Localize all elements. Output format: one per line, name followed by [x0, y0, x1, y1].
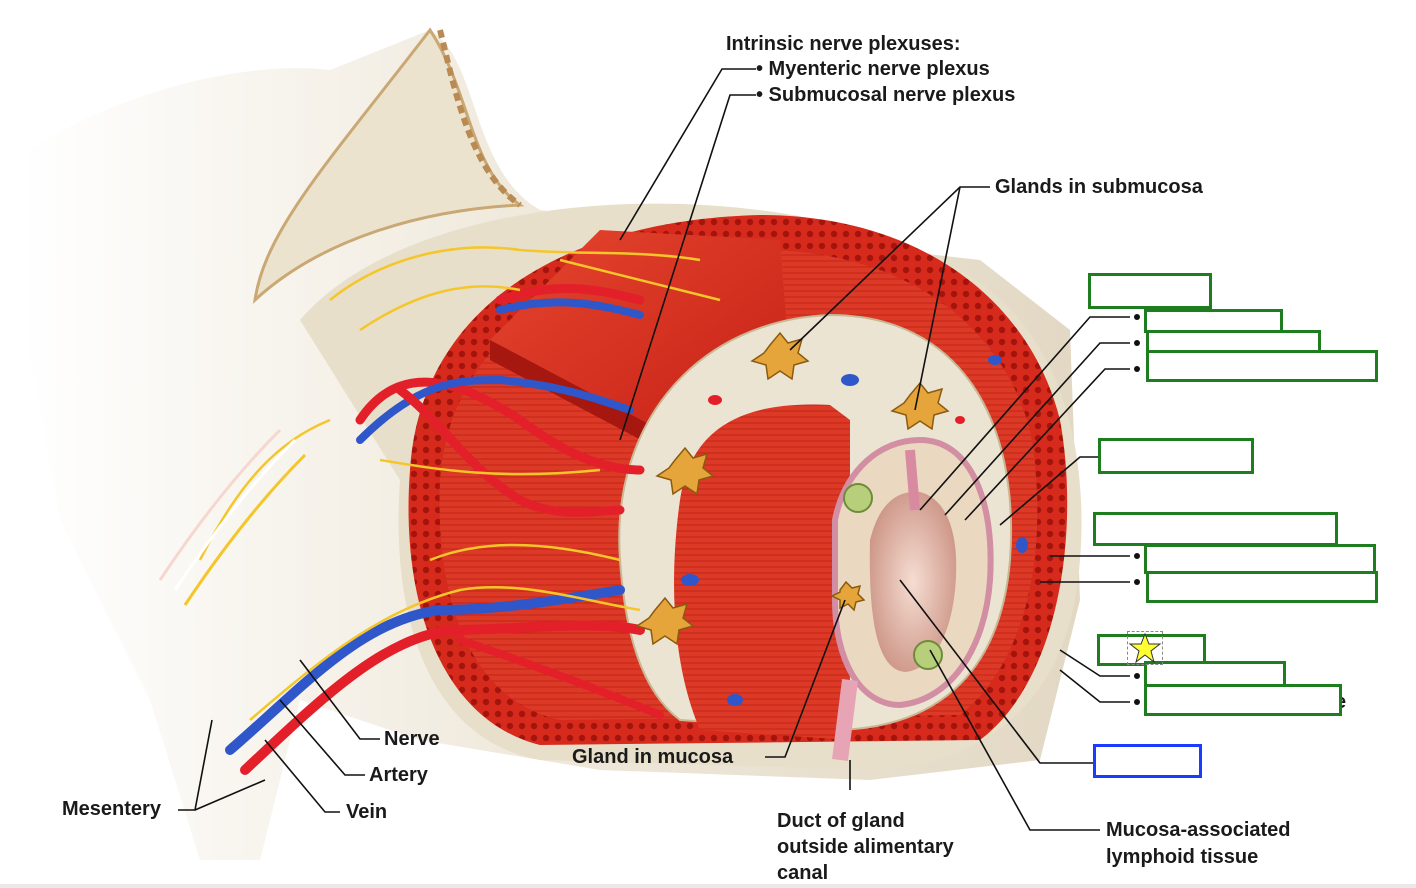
answer-box-8[interactable]	[1146, 571, 1378, 603]
star-marker[interactable]	[1127, 631, 1163, 665]
bottom-edge-bar	[0, 884, 1416, 888]
answer-box-5[interactable]	[1098, 438, 1254, 474]
answer-box-1[interactable]	[1088, 273, 1212, 309]
nerve-plexus	[198, 246, 721, 721]
malt-label-line2: lymphoid tissue	[1106, 846, 1259, 868]
lymphoid-nodules	[843, 483, 943, 670]
bullet-dots	[1134, 314, 1140, 705]
myenteric-plexus-label: • Myenteric nerve plexus	[756, 58, 990, 80]
star-icon	[1128, 632, 1162, 664]
mucosa-lumen	[832, 436, 994, 761]
plexus-title-label: Intrinsic nerve plexuses:	[726, 33, 961, 55]
duct-label-line2: outside alimentary	[777, 836, 954, 858]
submucosal-plexus-label: • Submucosal nerve plexus	[756, 84, 1016, 106]
glands-submucosa-label: Glands in submucosa	[995, 176, 1203, 198]
gland-mucosa-label: Gland in mucosa	[572, 746, 734, 768]
answer-box-6[interactable]	[1093, 512, 1338, 546]
answer-box-4[interactable]	[1146, 350, 1378, 382]
artery-label: Artery	[369, 764, 428, 786]
answer-box-7[interactable]	[1144, 544, 1376, 574]
answer-box-selected[interactable]	[1093, 744, 1202, 778]
vessel-sections	[681, 355, 1028, 706]
malt-label-line1: Mucosa-associated	[1106, 819, 1291, 841]
answer-box-11[interactable]	[1144, 684, 1342, 716]
glands	[635, 331, 950, 646]
nerve-label: Nerve	[384, 728, 440, 750]
inner-muscle-block	[674, 404, 850, 740]
duct-label-line3: canal	[777, 862, 829, 884]
blood-vessels	[225, 284, 664, 775]
vein-label: Vein	[346, 801, 388, 823]
mesentery-nerve-bundle	[158, 428, 307, 606]
mesentery-label: Mesentery	[62, 798, 161, 820]
leader-lines	[178, 68, 1130, 831]
duct-label-line1: Duct of gland	[777, 810, 905, 832]
